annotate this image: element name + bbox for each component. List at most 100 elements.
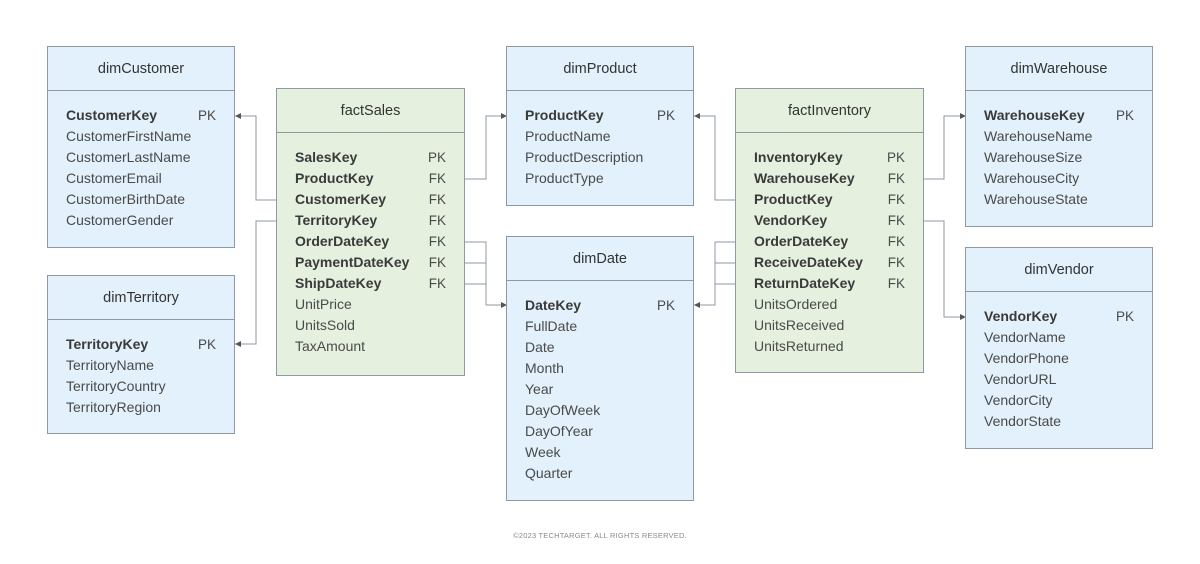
field-name: Month <box>525 360 564 376</box>
foreign-key-tag: FK <box>428 276 446 291</box>
foreign-key-tag: FK <box>887 276 905 291</box>
field-name: WarehouseCity <box>984 170 1080 186</box>
field-name: WarehouseSize <box>984 149 1083 165</box>
field-row: DayOfWeek <box>507 400 693 421</box>
field-row: UnitPrice <box>277 294 464 315</box>
primary-key-tag: PK <box>197 108 216 123</box>
arrowhead <box>235 341 241 347</box>
entity-title: dimDate <box>507 237 693 281</box>
foreign-key-tag: FK <box>887 213 905 228</box>
field-row: ReceiveDateKey FK <box>736 252 923 273</box>
foreign-key-tag: FK <box>428 213 446 228</box>
field-row: WarehouseKey FK <box>736 168 923 189</box>
field-row: FullDate <box>507 316 693 337</box>
arrowhead <box>694 113 700 119</box>
primary-key-tag: PK <box>197 337 216 352</box>
field-row: VendorPhone <box>966 348 1152 369</box>
field-name: ReceiveDateKey <box>754 254 863 270</box>
field-row: Year <box>507 379 693 400</box>
field-row: WarehouseCity <box>966 168 1152 189</box>
field-name: FullDate <box>525 318 578 334</box>
field-row: UnitsSold <box>277 315 464 336</box>
field-name: ShipDateKey <box>295 275 382 291</box>
field-name: ProductKey <box>295 170 374 186</box>
connector-factinventory-vendor <box>924 220 966 318</box>
field-name: UnitsReturned <box>754 338 844 354</box>
field-row: CustomerFirstName <box>48 126 234 147</box>
field-name: ProductName <box>525 128 611 144</box>
field-name: OrderDateKey <box>754 233 849 249</box>
field-name: Date <box>525 339 555 355</box>
field-row: CustomerBirthDate <box>48 189 234 210</box>
field-row: WarehouseName <box>966 126 1152 147</box>
field-name: TerritoryCountry <box>66 378 166 394</box>
foreign-key-tag: FK <box>428 234 446 249</box>
field-name: PaymentDateKey <box>295 254 410 270</box>
field-name: WarehouseState <box>984 191 1088 207</box>
foreign-key-tag: FK <box>887 171 905 186</box>
foreign-key-tag: FK <box>428 255 446 270</box>
field-row: ShipDateKey FK <box>277 273 464 294</box>
field-name: VendorState <box>984 413 1062 429</box>
field-name: Year <box>525 381 554 397</box>
field-row: UnitsOrdered <box>736 294 923 315</box>
field-row: Week <box>507 442 693 463</box>
arrowhead <box>235 113 241 119</box>
field-name: WarehouseKey <box>984 107 1085 123</box>
connector-factsales-customer <box>235 115 277 201</box>
foreign-key-tag: FK <box>887 255 905 270</box>
field-row: CustomerGender <box>48 210 234 231</box>
foreign-key-tag: FK <box>887 192 905 207</box>
field-name: CustomerBirthDate <box>66 191 186 207</box>
field-name: DateKey <box>525 297 582 313</box>
field-name: TerritoryName <box>66 357 154 373</box>
field-row: UnitsReturned <box>736 336 923 357</box>
field-row: VendorURL <box>966 369 1152 390</box>
entity-title: dimCustomer <box>48 47 234 91</box>
field-name: UnitsOrdered <box>754 296 838 312</box>
field-name: VendorKey <box>754 212 828 228</box>
connector-factsales-orderdate <box>465 241 507 306</box>
field-name: TerritoryRegion <box>66 399 161 415</box>
field-row: WarehouseState <box>966 189 1152 210</box>
field-row: CustomerEmail <box>48 168 234 189</box>
field-name: WarehouseName <box>984 128 1093 144</box>
foreign-key-tag: FK <box>887 234 905 249</box>
field-name: DayOfWeek <box>525 402 601 418</box>
field-name: CustomerEmail <box>66 170 162 186</box>
field-name: WarehouseKey <box>754 170 855 186</box>
field-name: UnitPrice <box>295 296 352 312</box>
primary-key-tag: PK <box>427 150 446 165</box>
field-name: DayOfYear <box>525 423 593 439</box>
field-name: VendorCity <box>984 392 1053 408</box>
field-row: WarehouseSize <box>966 147 1152 168</box>
field-row: Quarter <box>507 463 693 484</box>
field-name: VendorKey <box>984 308 1058 324</box>
field-row: ProductDescription <box>507 147 693 168</box>
entity-title: dimWarehouse <box>966 47 1152 91</box>
field-row: VendorState <box>966 411 1152 432</box>
entity-title: factInventory <box>736 89 923 133</box>
field-row: UnitsReceived <box>736 315 923 336</box>
entity-title: factSales <box>277 89 464 133</box>
